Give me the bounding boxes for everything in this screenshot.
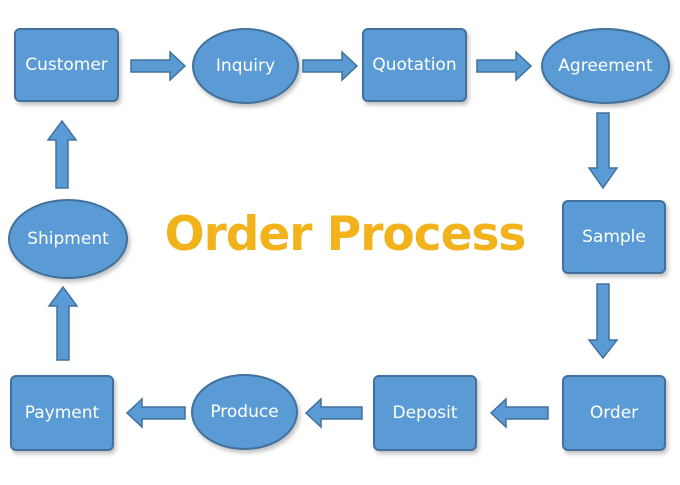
diagram-title: Order Process — [164, 206, 527, 262]
arrow-sample-to-order — [587, 283, 619, 360]
arrow-deposit-to-produce — [304, 397, 363, 429]
step-inquiry: Inquiry — [192, 28, 299, 104]
arrow-customer-to-inquiry — [130, 50, 187, 82]
arrow-produce-to-payment — [125, 397, 186, 429]
step-deposit: Deposit — [373, 375, 477, 451]
arrow-quotation-to-agreement — [476, 50, 533, 82]
step-agreement: Agreement — [541, 28, 670, 104]
arrow-agreement-to-sample — [587, 112, 619, 190]
step-quotation: Quotation — [362, 28, 467, 102]
step-sample: Sample — [562, 200, 666, 274]
step-produce: Produce — [191, 374, 298, 450]
arrow-inquiry-to-quotation — [302, 50, 359, 82]
step-order: Order — [562, 375, 666, 451]
arrow-shipment-to-customer — [46, 119, 78, 189]
step-payment: Payment — [10, 375, 114, 451]
step-shipment: Shipment — [8, 199, 128, 279]
arrow-order-to-deposit — [489, 397, 549, 429]
step-customer: Customer — [14, 28, 119, 102]
arrow-payment-to-shipment — [47, 285, 79, 361]
